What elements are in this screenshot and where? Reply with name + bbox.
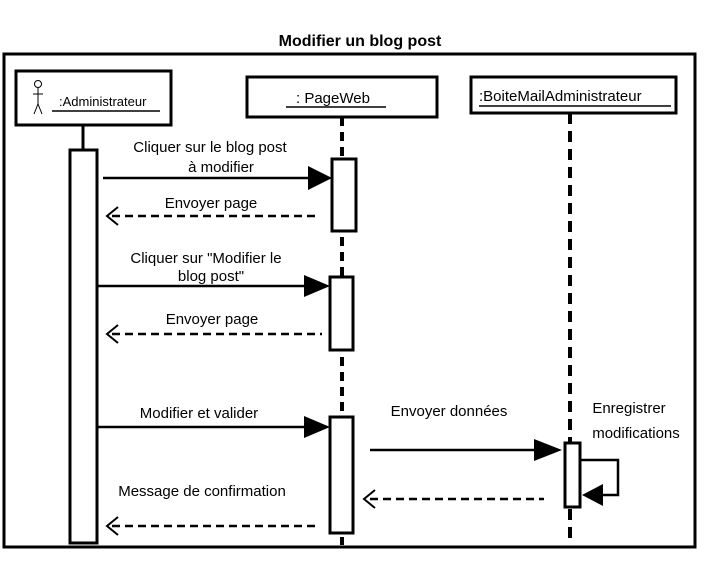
activation-page-2 [328,275,355,352]
message-2-arrowhead [105,206,119,226]
message-9: Message de confirmation [105,483,318,536]
participant-admin-label: :Administrateur [59,94,147,109]
participant-admin: :Administrateur [14,69,173,127]
participant-mail: :BoiteMailAdministrateur [469,75,678,115]
message-2-label: Envoyer page [165,195,258,212]
message-2: Envoyer page [105,195,318,226]
message-1-label-line-2: à modifier [188,159,254,176]
diagram-frame [2,52,697,549]
message-3-label-line-2: blog post" [178,268,244,285]
message-7-label-line-2: modifications [592,425,680,442]
message-7: Enregistrer modifications [581,400,680,506]
message-4-arrowhead [105,324,119,344]
activation-page-3 [328,415,355,535]
participant-mail-label: :BoiteMailAdministrateur [479,88,642,105]
message-9-arrowhead [105,516,119,536]
message-1-arrowhead [308,166,332,190]
participant-mail-box [469,75,678,115]
message-3-arrowhead [304,275,330,297]
activation-admin [68,148,99,545]
diagram-title: Modifier un blog post [279,33,442,50]
message-8 [362,489,544,509]
message-3: Cliquer sur "Modifier le blog post" [97,250,330,297]
message-4: Envoyer page [105,311,322,344]
message-6-label: Envoyer données [391,403,508,420]
message-8-arrowhead [362,489,376,509]
message-4-label: Envoyer page [166,311,259,328]
participant-page-label: : PageWeb [296,90,370,107]
message-1-label-line-1: Cliquer sur le blog post [133,139,287,156]
activation-page-1 [330,157,358,233]
activation-mail [563,441,582,509]
message-6: Envoyer données [370,403,562,461]
message-6-arrowhead [534,439,562,461]
message-9-label: Message de confirmation [118,483,286,500]
message-5-arrowhead [304,416,330,438]
participant-page-box [245,75,439,119]
message-5-label: Modifier et valider [140,405,258,422]
message-7-arrowhead [582,484,603,506]
message-7-line [581,458,620,497]
message-3-label-line-1: Cliquer sur "Modifier le [130,250,281,267]
message-7-label-line-1: Enregistrer [592,400,665,417]
message-1: Cliquer sur le blog post à modifier [103,139,332,190]
actor-icon [33,80,43,115]
participant-page: : PageWeb [245,75,439,119]
participant-admin-box [14,69,173,127]
message-5: Modifier et valider [97,405,330,438]
